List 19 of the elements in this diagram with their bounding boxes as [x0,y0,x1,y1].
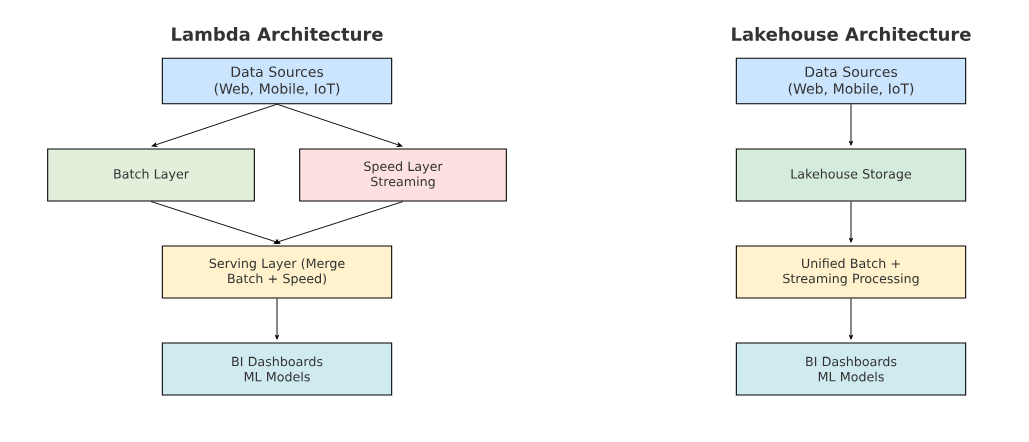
process-box: Lakehouse Storage [735,148,967,202]
arrow [848,298,854,340]
arrow [848,103,854,146]
arrow [276,103,403,147]
process-box: Unified Batch + Streaming Processing [735,245,967,299]
arrow [274,298,280,340]
process-box: BI Dashboards ML Models [735,342,967,396]
process-box: Serving Layer (Merge Batch + Speed) [161,245,393,299]
arrow [150,201,281,244]
process-box: Data Sources (Web, Mobile, IoT) [161,57,393,105]
arrow [273,201,404,244]
process-box: Data Sources (Web, Mobile, IoT) [735,57,967,105]
section-heading: Lakehouse Architecture [732,27,971,41]
section-heading: Lambda Architecture [172,27,383,41]
process-box: Speed Layer Streaming [299,148,507,202]
process-box: BI Dashboards ML Models [161,342,393,396]
process-box: Batch Layer [47,148,255,202]
arrow [848,201,854,243]
arrow [151,103,278,147]
